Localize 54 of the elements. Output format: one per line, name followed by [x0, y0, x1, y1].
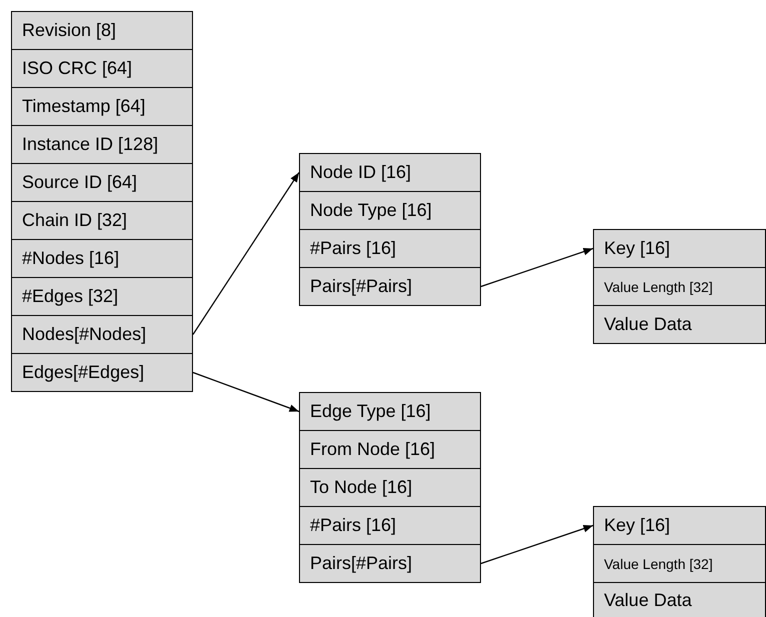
field-row — [593, 267, 766, 306]
field-label: Value Data — [604, 590, 692, 611]
field-label: Nodes[#Nodes] — [22, 324, 146, 345]
field-label: From Node [16] — [310, 439, 436, 460]
field-row — [593, 229, 766, 268]
field-label: Node ID [16] — [310, 162, 412, 183]
field-label: Revision [8] — [22, 20, 116, 41]
field-row — [11, 315, 193, 354]
field-row — [299, 430, 481, 469]
field-row — [11, 353, 193, 392]
field-row — [299, 229, 481, 268]
field-row — [299, 392, 481, 431]
field-row — [11, 163, 193, 202]
field-row — [11, 239, 193, 278]
arrow — [192, 372, 300, 412]
field-row — [11, 125, 193, 164]
arrow — [480, 248, 594, 288]
field-label: Value Length [32] — [604, 278, 713, 294]
field-label: #Pairs [16] — [310, 515, 396, 536]
field-row — [299, 506, 481, 545]
field-row — [593, 544, 766, 583]
field-label: Value Data — [604, 314, 692, 335]
field-label: Value Length [32] — [604, 556, 713, 572]
field-label: Instance ID [128] — [22, 134, 158, 155]
field-label: Chain ID [32] — [22, 210, 128, 231]
field-row — [11, 87, 193, 126]
field-label: #Nodes [16] — [22, 248, 120, 269]
field-label: #Pairs [16] — [310, 238, 396, 259]
field-row — [299, 544, 481, 583]
field-row — [593, 305, 766, 344]
field-row — [299, 468, 481, 507]
field-label: Source ID [64] — [22, 172, 138, 193]
field-row — [593, 506, 766, 545]
field-row — [11, 49, 193, 88]
field-label: Node Type [16] — [310, 200, 432, 221]
field-label: #Edges [32] — [22, 286, 118, 307]
arrow — [480, 524, 594, 564]
field-label: Pairs[#Pairs] — [310, 553, 412, 574]
field-row — [11, 201, 193, 240]
field-row — [11, 11, 193, 50]
field-label: Pairs[#Pairs] — [310, 276, 412, 297]
field-label: ISO CRC [64] — [22, 58, 132, 79]
field-label: To Node [16] — [310, 477, 412, 498]
field-row — [593, 582, 766, 617]
field-label: Timestamp [64] — [22, 96, 146, 117]
field-label: Edge Type [16] — [310, 401, 431, 422]
field-row — [299, 267, 481, 306]
field-row — [299, 191, 481, 230]
field-label: Edges[#Edges] — [22, 362, 144, 383]
field-row — [11, 277, 193, 316]
field-label: Key [16] — [604, 238, 670, 259]
field-label: Key [16] — [604, 515, 670, 536]
field-row — [299, 153, 481, 192]
arrow — [192, 172, 300, 335]
